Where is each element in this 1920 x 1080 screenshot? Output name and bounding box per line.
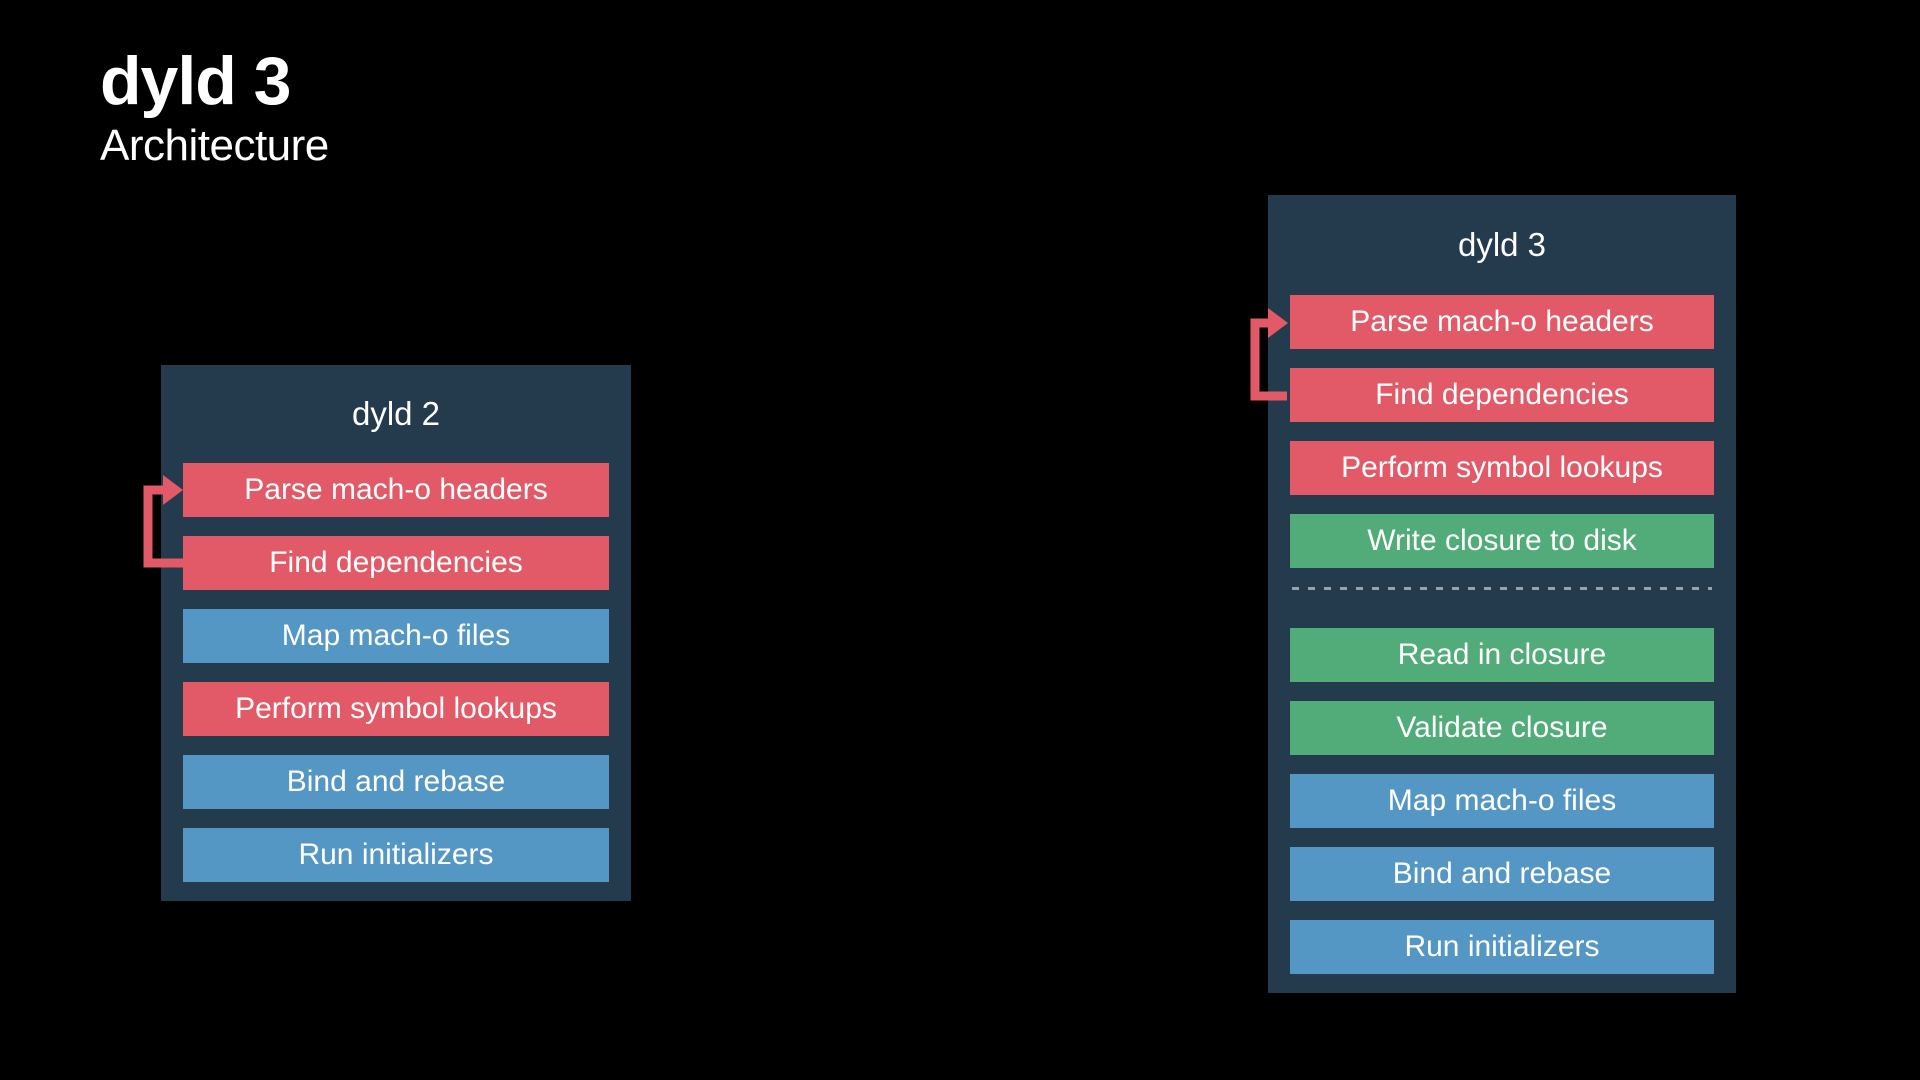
step-bar: Find dependencies xyxy=(183,536,609,590)
step-label: Perform symbol lookups xyxy=(235,692,557,725)
dyld2-panel: dyld 2 Parse mach-o headers Find depende… xyxy=(161,365,631,901)
step-bar: Parse mach-o headers xyxy=(183,463,609,517)
step-label: Bind and rebase xyxy=(286,765,506,798)
step-label: Bind and rebase xyxy=(1392,857,1612,890)
step-bar: Perform symbol lookups xyxy=(1290,441,1714,495)
step-bar: Read in closure xyxy=(1290,628,1714,682)
step-label: Validate closure xyxy=(1396,711,1608,744)
step-label: Run initializers xyxy=(298,838,494,871)
closure-divider xyxy=(1292,587,1712,590)
step-bar: Parse mach-o headers xyxy=(1290,295,1714,349)
step-label: Perform symbol lookups xyxy=(1341,451,1663,484)
loop-arrow-icon xyxy=(143,475,183,568)
step-bar: Validate closure xyxy=(1290,701,1714,755)
step-bar: Find dependencies xyxy=(1290,368,1714,422)
step-bar: Map mach-o files xyxy=(1290,774,1714,828)
step-bar: Map mach-o files xyxy=(183,609,609,663)
step-label: Write closure to disk xyxy=(1367,524,1637,557)
dyld2-steps: Parse mach-o headers Find dependencies M… xyxy=(161,463,631,882)
step-label: Find dependencies xyxy=(1375,378,1629,411)
step-bar: Run initializers xyxy=(183,828,609,882)
step-label: Find dependencies xyxy=(269,546,523,579)
dyld2-panel-title: dyld 2 xyxy=(351,395,441,432)
step-bar: Bind and rebase xyxy=(183,755,609,809)
page-title: dyld 3 xyxy=(100,43,291,119)
loop-arrow-icon xyxy=(1250,308,1288,401)
step-bar: Run initializers xyxy=(1290,920,1714,974)
step-label: Read in closure xyxy=(1397,638,1607,671)
step-bar: Bind and rebase xyxy=(1290,847,1714,901)
step-label: Parse mach-o headers xyxy=(1350,305,1654,338)
step-label: Parse mach-o headers xyxy=(244,473,548,506)
dyld3-panel: dyld 3 Parse mach-o headers Find depende… xyxy=(1268,195,1736,993)
dyld3-panel-title: dyld 3 xyxy=(1457,226,1547,263)
step-bar: Perform symbol lookups xyxy=(183,682,609,736)
step-bar: Write closure to disk xyxy=(1290,514,1714,568)
page-subtitle: Architecture xyxy=(100,121,329,170)
dyld3-steps: Parse mach-o headers Find dependencies P… xyxy=(1268,295,1736,974)
step-label: Map mach-o files xyxy=(1387,784,1617,817)
step-label: Run initializers xyxy=(1404,930,1600,963)
step-label: Map mach-o files xyxy=(281,619,511,652)
